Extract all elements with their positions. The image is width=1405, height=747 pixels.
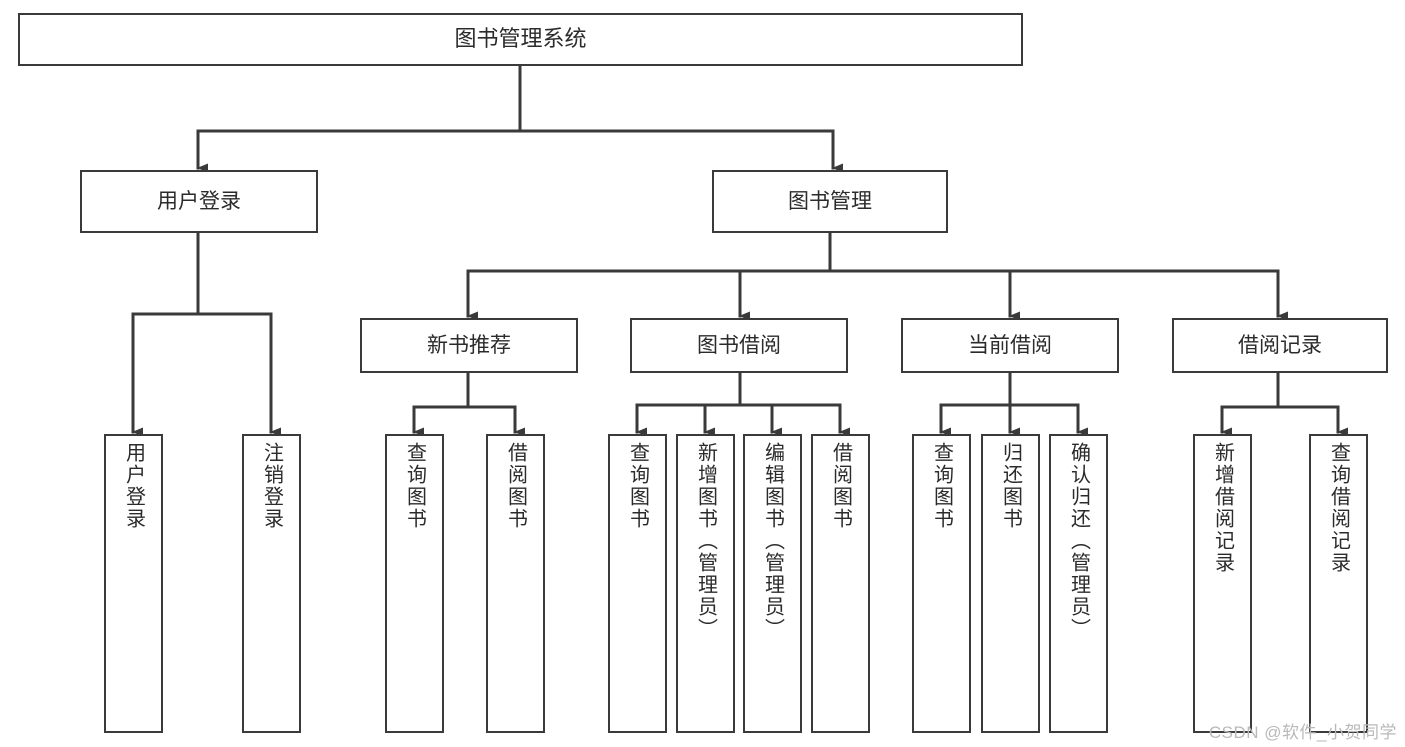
node-label: 图书借阅 bbox=[697, 333, 781, 357]
node-label: 查询图书 bbox=[403, 442, 426, 530]
node-label: 查询图书 bbox=[626, 442, 649, 530]
node-label: 编辑图书（管理员） bbox=[761, 442, 784, 640]
csdn-watermark: CSDN @软件_小贺同学 bbox=[1208, 723, 1397, 742]
leaf-user-login[interactable]: 用户登录 bbox=[104, 434, 163, 733]
node-label: 新增借阅记录 bbox=[1211, 442, 1234, 574]
leaf-query-book-new-book[interactable]: 查询图书 bbox=[385, 434, 444, 733]
node-label: 当前借阅 bbox=[968, 333, 1052, 357]
leaf-return-book[interactable]: 归还图书 bbox=[981, 434, 1040, 733]
node-label: 新增图书（管理员） bbox=[694, 442, 717, 640]
node-book-borrowing[interactable]: 图书借阅 bbox=[630, 318, 848, 373]
node-label: 图书管理 bbox=[788, 189, 872, 213]
leaf-borrow-book-new-book[interactable]: 借阅图书 bbox=[486, 434, 545, 733]
node-borrowing-record[interactable]: 借阅记录 bbox=[1172, 318, 1388, 373]
node-label: 查询借阅记录 bbox=[1327, 442, 1350, 574]
node-label: 归还图书 bbox=[999, 442, 1022, 530]
node-user-login[interactable]: 用户登录 bbox=[80, 170, 318, 233]
node-label: 注销登录 bbox=[260, 442, 283, 530]
node-label: 新书推荐 bbox=[427, 333, 511, 357]
leaf-query-book-current[interactable]: 查询图书 bbox=[912, 434, 971, 733]
leaf-query-borrowing-record[interactable]: 查询借阅记录 bbox=[1309, 434, 1368, 733]
node-label: 用户登录 bbox=[122, 442, 145, 530]
node-label: 用户登录 bbox=[157, 189, 241, 213]
node-new-book-recommendation[interactable]: 新书推荐 bbox=[360, 318, 578, 373]
node-label: 借阅图书 bbox=[829, 442, 852, 530]
leaf-confirm-return-admin[interactable]: 确认归还（管理员） bbox=[1049, 434, 1108, 733]
leaf-edit-book-admin[interactable]: 编辑图书（管理员） bbox=[743, 434, 802, 733]
node-label: 查询图书 bbox=[930, 442, 953, 530]
leaf-borrow-book-borrowing[interactable]: 借阅图书 bbox=[811, 434, 870, 733]
node-label: 确认归还（管理员） bbox=[1067, 442, 1090, 640]
leaf-query-book-borrowing[interactable]: 查询图书 bbox=[608, 434, 667, 733]
node-root-book-management-system[interactable]: 图书管理系统 bbox=[18, 13, 1023, 66]
node-label: 图书管理系统 bbox=[454, 26, 587, 52]
node-book-management[interactable]: 图书管理 bbox=[712, 170, 948, 233]
node-label: 借阅图书 bbox=[504, 442, 527, 530]
leaf-add-borrowing-record[interactable]: 新增借阅记录 bbox=[1193, 434, 1252, 733]
node-label: 借阅记录 bbox=[1238, 333, 1322, 357]
node-current-borrowing[interactable]: 当前借阅 bbox=[901, 318, 1119, 373]
leaf-logout[interactable]: 注销登录 bbox=[242, 434, 301, 733]
leaf-add-book-admin[interactable]: 新增图书（管理员） bbox=[676, 434, 735, 733]
